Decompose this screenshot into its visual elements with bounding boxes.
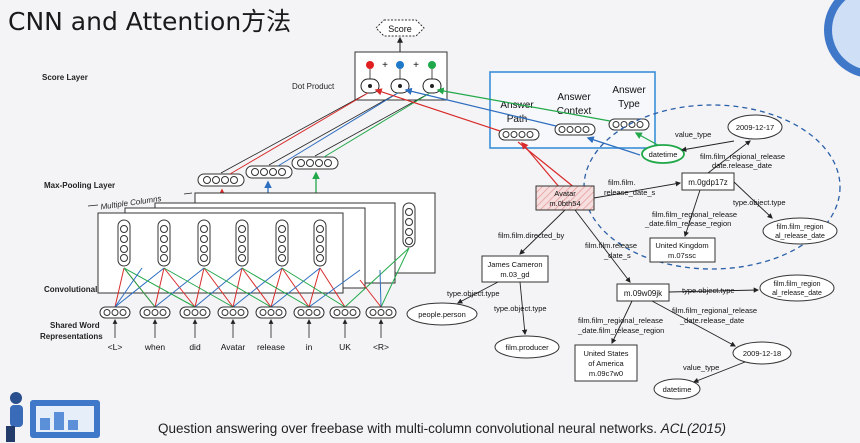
max-pool-vector-2: [245, 165, 293, 179]
avatar-entity-mid: m.0bth54: [549, 199, 580, 208]
edge-frr-date-2-line1: film.film_regional_release: [672, 306, 757, 315]
word-token-1: <L>: [108, 342, 123, 352]
answer-vectors: [498, 118, 650, 141]
m0gdp17z-label: m.0gdp17z: [688, 178, 728, 187]
edge-frr-region-2-line1: film.film_regional_release: [578, 316, 663, 325]
dot-product-label: Dot Product: [292, 82, 335, 91]
date-2009-12-18-label: 2009-12-18: [743, 349, 781, 358]
conv-back-units: [402, 202, 416, 248]
datetime-type-node-2: [653, 378, 701, 400]
word-token-8: <R>: [373, 342, 389, 352]
datetime-type-node-highlighted: [641, 144, 685, 164]
answer-context-label-1: Answer: [557, 92, 591, 103]
regional-release-type-1-line2: al_release_date: [775, 233, 825, 240]
citation-text: Question answering over freebase with mu…: [158, 421, 661, 436]
edge-directed-by: film.film.directed_by: [498, 231, 565, 240]
james-cameron-mid: m.03_gd: [500, 270, 529, 279]
plus-sign-2: +: [413, 60, 419, 71]
conv-units: [117, 219, 327, 267]
edge-type-object-type-2: type.object.type: [447, 289, 500, 298]
film-producer-label: film.producer: [505, 343, 549, 352]
united-kingdom-node: [649, 237, 716, 263]
edge-frr-date-1-line1: film.film_regional_release: [700, 152, 785, 161]
answer-context-label-2: Context: [557, 106, 592, 117]
edge-release-date-1-line2: release_date_s: [604, 188, 656, 197]
date-2009-12-18-node: [732, 341, 792, 365]
usa-node: [574, 344, 638, 382]
representations-label: Representations: [40, 332, 103, 341]
edge-frr-region-1-line2: _date.film_release_region: [644, 219, 731, 228]
plus-sign-1: +: [382, 60, 388, 71]
m09w09jk-node: [616, 283, 670, 302]
edge-value-type-2: value_type: [683, 363, 719, 372]
edge-frr-region-2-line2: _date.film_release_region: [577, 326, 664, 335]
edge-type-object-type-4: type.object.type: [682, 286, 735, 295]
word-token-6: in: [306, 342, 313, 352]
edge-release-date-2-line2: _date_s: [603, 251, 631, 260]
edge-frr-date-1-line2: date.release_date: [712, 161, 772, 170]
answer-type-label-1: Answer: [612, 85, 646, 96]
answer-path-label-1: Answer: [500, 100, 534, 111]
people-person-label: people.person: [418, 310, 466, 319]
edge-release-date-1-line1: film.film.: [608, 178, 636, 187]
edge-frr-date-2-line2: _date.release_date: [679, 316, 744, 325]
word-token-5: release: [257, 342, 285, 352]
word-embeddings: [99, 306, 397, 319]
people-person-node: [406, 302, 478, 326]
datetime-type-label-1: datetime: [649, 150, 678, 159]
word-token-7: UK: [339, 342, 351, 352]
word-token-3: did: [189, 342, 201, 352]
edge-value-type-1: value_type: [675, 130, 711, 139]
date-2009-12-17-label: 2009-12-17: [736, 123, 774, 132]
red-score-node: [366, 61, 374, 69]
answer-path-label-2: Path: [507, 114, 528, 125]
convolutional-layer-label: Convolutional Layer: [44, 285, 121, 294]
max-pooling-layer-label: Max-Pooling Layer: [44, 181, 115, 190]
regional-release-type-node-1: [762, 217, 838, 245]
citation-caption: Question answering over freebase with mu…: [158, 421, 726, 436]
slide-title: CNN and Attention方法: [8, 7, 292, 36]
avatar-entity-node: [535, 185, 595, 211]
edge-type-object-type-1: type.object.type: [733, 198, 786, 207]
score-label: Score: [388, 24, 412, 34]
max-pool-vector-1: [197, 173, 245, 187]
datetime-type-label-2: datetime: [663, 385, 692, 394]
regional-release-type-1-line1: film.film_region: [776, 224, 823, 231]
james-cameron-node: [481, 255, 549, 283]
word-token-4: Avatar: [221, 342, 246, 352]
avatar-entity-name: Avatar: [554, 189, 576, 198]
green-score-node: [428, 61, 436, 69]
usa-name-2: of America: [588, 359, 624, 368]
james-cameron-name: James Cameron: [487, 260, 542, 269]
united-kingdom-mid: m.07ssc: [668, 251, 696, 260]
film-producer-node: [494, 335, 560, 359]
usa-mid: m.09c7w0: [589, 369, 623, 378]
date-2009-12-17-node: [727, 114, 783, 140]
citation-venue: ACL(2015): [660, 421, 727, 436]
united-kingdom-name: United Kingdom: [655, 241, 708, 250]
word-token-2: when: [144, 342, 166, 352]
word-conv-connections: [114, 247, 410, 308]
blue-score-node: [396, 61, 404, 69]
edge-frr-region-1-line1: film.film_regional_release: [652, 210, 737, 219]
score-node: [375, 19, 425, 37]
shared-word-label: Shared Word: [50, 321, 100, 330]
usa-name-1: United States: [583, 349, 628, 358]
regional-release-type-2-line2: al_release_date: [772, 290, 822, 297]
m09w09jk-label: m.09w09jk: [624, 289, 663, 298]
edge-release-date-2-line1: film.film.release: [585, 241, 637, 250]
max-pool-vector-3: [291, 156, 339, 170]
answer-type-label-2: Type: [618, 99, 640, 110]
conv-column-front: [97, 212, 344, 294]
regional-release-type-node-2: [759, 274, 835, 302]
edge-type-object-type-3: type.object.type: [494, 304, 547, 313]
decorative-illustration: [6, 392, 100, 442]
regional-release-type-2-line1: film.film_region: [773, 281, 820, 288]
score-layer-label: Score Layer: [42, 73, 88, 82]
